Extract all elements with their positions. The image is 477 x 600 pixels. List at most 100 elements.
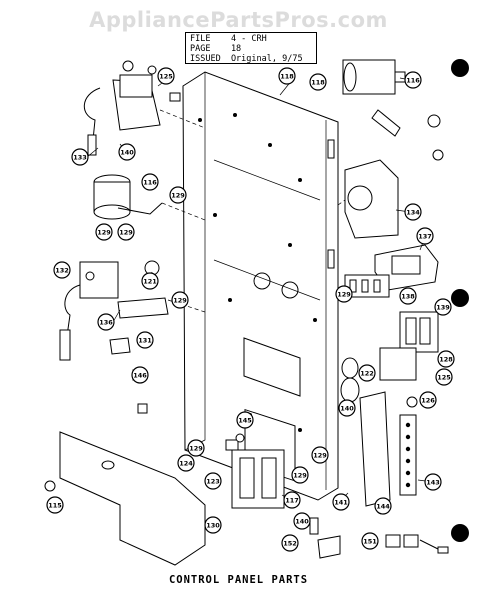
svg-text:144: 144 <box>376 503 390 511</box>
callout-129: 129 <box>95 223 113 241</box>
callout-143: 143 <box>424 473 442 491</box>
switch-box <box>337 159 399 239</box>
callout-137: 137 <box>416 227 434 245</box>
callout-140: 140 <box>118 143 136 161</box>
svg-text:116: 116 <box>143 179 157 187</box>
timer-motor <box>342 59 444 161</box>
registration-mark <box>451 289 469 307</box>
svg-text:133: 133 <box>73 154 87 162</box>
callout-131: 131 <box>136 331 154 349</box>
callout-145: 145 <box>236 411 254 429</box>
callout-134: 134 <box>404 203 422 221</box>
svg-text:115: 115 <box>48 502 62 510</box>
callout-141: 141 <box>332 493 350 511</box>
svg-text:138: 138 <box>401 293 415 301</box>
callout-122: 122 <box>358 364 376 382</box>
svg-text:118: 118 <box>280 73 294 81</box>
callout-138: 138 <box>399 287 417 305</box>
svg-text:132: 132 <box>55 267 69 275</box>
callout-118: 116 <box>141 173 159 191</box>
svg-text:116: 116 <box>406 77 420 85</box>
svg-text:131: 131 <box>138 337 152 345</box>
svg-text:117: 117 <box>285 497 299 505</box>
callout-117: 117 <box>283 491 301 509</box>
callout-123: 123 <box>204 472 222 490</box>
svg-text:126: 126 <box>421 397 435 405</box>
callout-125: 125 <box>435 368 453 386</box>
lower-cover <box>44 431 206 566</box>
callout-129: 129 <box>117 223 135 241</box>
callout-140: 140 <box>293 512 311 530</box>
svg-text:143: 143 <box>426 479 440 487</box>
svg-text:146: 146 <box>133 372 147 380</box>
svg-text:125: 125 <box>159 73 173 81</box>
svg-text:136: 136 <box>99 319 113 327</box>
relay-right <box>340 311 439 403</box>
registration-mark <box>451 59 469 77</box>
svg-text:140: 140 <box>120 149 134 157</box>
page-line: PAGE 18 <box>190 44 242 54</box>
svg-text:129: 129 <box>313 452 327 460</box>
callout-129: 129 <box>171 291 189 309</box>
svg-text:129: 129 <box>293 472 307 480</box>
svg-text:122: 122 <box>360 370 374 378</box>
callout-119: 115 <box>46 496 64 514</box>
callout-146: 146 <box>131 366 149 384</box>
relay-assembly-left <box>59 260 206 361</box>
svg-text:140: 140 <box>295 518 309 526</box>
transformer <box>374 244 439 291</box>
callout-118: 118 <box>278 67 296 85</box>
diagram-caption: CONTROL PANEL PARTS <box>168 574 309 586</box>
callout-152: 152 <box>281 534 299 552</box>
svg-text:129: 129 <box>337 291 351 299</box>
callout-126: 126 <box>419 391 437 409</box>
file-info-box: FILE 4 - CRH PAGE 18 ISSUED Original, 9/… <box>185 32 317 64</box>
callout-118: 118 <box>309 73 327 91</box>
svg-text:128: 128 <box>439 356 453 364</box>
callout-151: 151 <box>361 532 379 550</box>
terminal-strip-right <box>359 391 449 554</box>
svg-text:130: 130 <box>206 522 220 530</box>
callout-132: 132 <box>53 261 71 279</box>
callout-129: 129 <box>335 285 353 303</box>
svg-text:129: 129 <box>189 445 203 453</box>
file-line: FILE 4 - CRH <box>190 34 267 44</box>
svg-text:152: 152 <box>283 540 297 548</box>
terminal-block <box>344 274 390 298</box>
contactor-assembly <box>225 433 341 559</box>
svg-text:145: 145 <box>238 417 252 425</box>
thermostat-assembly-upper <box>83 60 206 156</box>
callout-124: 124 <box>177 454 195 472</box>
svg-text:121: 121 <box>143 278 157 286</box>
callout-140: 140 <box>338 399 356 417</box>
callout-128: 128 <box>437 350 455 368</box>
callout-133: 133 <box>71 148 89 166</box>
svg-text:134: 134 <box>406 209 420 217</box>
svg-text:137: 137 <box>418 233 432 241</box>
svg-text:141: 141 <box>334 499 348 507</box>
svg-text:124: 124 <box>179 460 193 468</box>
callout-129: 129 <box>187 439 205 457</box>
callout-121: 121 <box>141 272 159 290</box>
watermark-text: AppliancePartsPros.com <box>89 8 388 32</box>
registration-mark <box>451 524 469 542</box>
callout-139: 139 <box>434 298 452 316</box>
svg-text:123: 123 <box>206 478 220 486</box>
callout-136: 136 <box>97 313 115 331</box>
svg-text:129: 129 <box>173 297 187 305</box>
callout-129: 129 <box>169 186 187 204</box>
callout-125: 125 <box>157 67 175 85</box>
callout-144: 144 <box>374 497 392 515</box>
control-panel-plate <box>182 71 339 501</box>
svg-text:125: 125 <box>437 374 451 382</box>
callout-130: 130 <box>204 516 222 534</box>
capacitor <box>93 174 206 221</box>
svg-text:129: 129 <box>171 192 185 200</box>
svg-text:140: 140 <box>340 405 354 413</box>
svg-text:139: 139 <box>436 304 450 312</box>
svg-text:118: 118 <box>311 79 325 87</box>
svg-text:129: 129 <box>97 229 111 237</box>
svg-text:151: 151 <box>363 538 377 546</box>
